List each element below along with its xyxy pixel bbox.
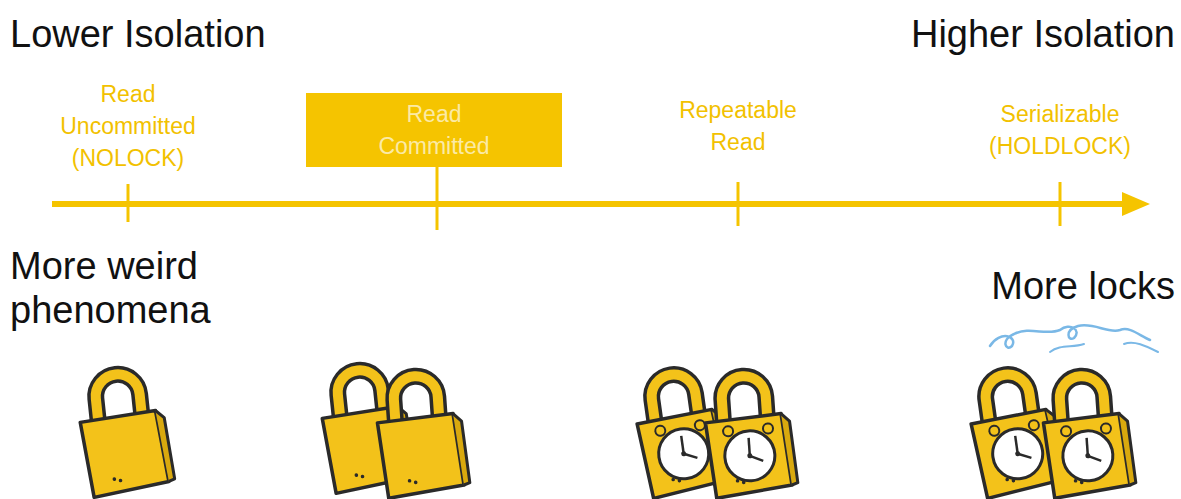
isolation-level: Repeatable Read bbox=[663, 94, 813, 158]
isolation-level: Serializable (HOLDLOCK) bbox=[975, 98, 1145, 162]
axis bbox=[52, 167, 1150, 230]
axis-end-label: Higher Isolation bbox=[781, 12, 1175, 56]
level-name: Read Committed bbox=[359, 98, 509, 162]
axis-end-label: Lower Isolation bbox=[10, 12, 410, 56]
isolation-level: Read Uncommitted (NOLOCK) bbox=[53, 78, 203, 174]
side-note: More locks bbox=[875, 264, 1175, 308]
side-note: More weird phenomena bbox=[10, 244, 270, 332]
lock-icons bbox=[76, 325, 1158, 499]
level-box: Read Committed bbox=[306, 93, 562, 167]
